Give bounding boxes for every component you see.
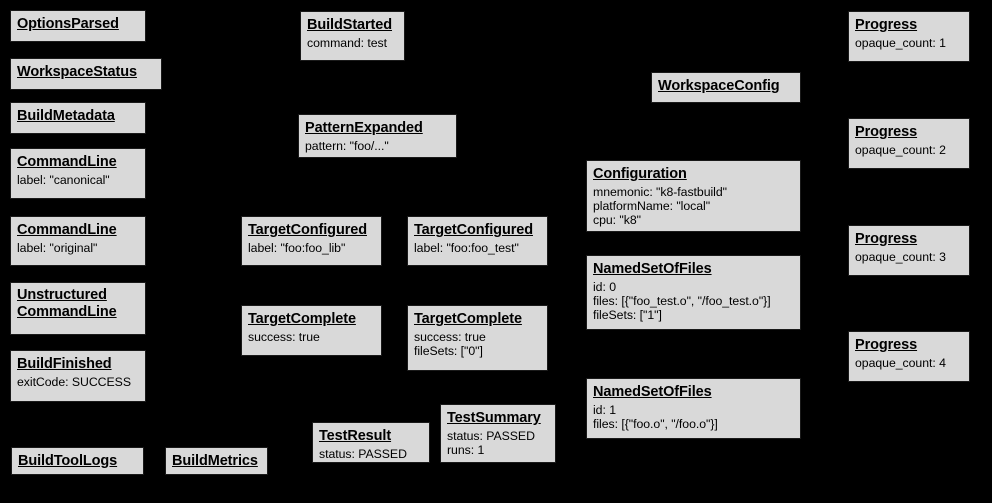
node-title: Progress <box>855 231 918 247</box>
node-unstructured-command-line[interactable]: Unstructured CommandLine <box>10 282 146 335</box>
node-fields: command: test <box>307 35 387 50</box>
node-workspace-config[interactable]: WorkspaceConfig <box>651 72 801 103</box>
node-command-line-canonical[interactable]: CommandLine label: "canonical" <box>10 148 146 199</box>
node-title: NamedSetOfFiles <box>593 384 712 400</box>
node-title: TargetComplete <box>248 311 356 327</box>
node-fields: opaque_count: 3 <box>855 249 946 264</box>
node-title: WorkspaceStatus <box>17 64 137 80</box>
node-title: BuildMetrics <box>172 453 258 469</box>
node-fields: status: PASSED <box>319 446 407 461</box>
node-fields: success: true fileSets: ["0"] <box>414 329 486 358</box>
node-progress-2[interactable]: Progress opaque_count: 2 <box>848 118 970 169</box>
node-title: CommandLine <box>17 154 117 170</box>
node-target-complete-foo-test[interactable]: TargetComplete success: true fileSets: ["… <box>407 305 548 371</box>
node-command-line-original[interactable]: CommandLine label: "original" <box>10 216 146 266</box>
node-build-metadata[interactable]: BuildMetadata <box>10 102 146 134</box>
node-fields: opaque_count: 4 <box>855 355 946 370</box>
node-workspace-status[interactable]: WorkspaceStatus <box>10 58 162 90</box>
node-title: PatternExpanded <box>305 120 423 136</box>
node-fields: label: "original" <box>17 240 98 255</box>
node-title: BuildToolLogs <box>18 453 118 469</box>
node-fields: opaque_count: 2 <box>855 142 946 157</box>
node-title: BuildFinished <box>17 356 112 372</box>
node-progress-1[interactable]: Progress opaque_count: 1 <box>848 11 970 62</box>
node-build-finished[interactable]: BuildFinished exitCode: SUCCESS <box>10 350 146 402</box>
node-title: TargetComplete <box>414 311 522 327</box>
node-fields: label: "foo:foo_lib" <box>248 240 346 255</box>
node-fields: label: "canonical" <box>17 172 110 187</box>
node-title: Unstructured CommandLine <box>17 287 117 320</box>
node-progress-4[interactable]: Progress opaque_count: 4 <box>848 331 970 382</box>
node-build-started[interactable]: BuildStarted command: test <box>300 11 405 61</box>
node-title: BuildMetadata <box>17 108 115 124</box>
node-named-set-of-files-1[interactable]: NamedSetOfFiles id: 1 files: [{"foo.o", "… <box>586 378 801 439</box>
node-test-summary[interactable]: TestSummary status: PASSED runs: 1 <box>440 404 556 463</box>
node-configuration[interactable]: Configuration mnemonic: "k8-fastbuild" pl… <box>586 160 801 232</box>
node-test-result[interactable]: TestResult status: PASSED <box>312 422 430 463</box>
node-target-complete-foo-lib[interactable]: TargetComplete success: true <box>241 305 382 356</box>
node-fields: mnemonic: "k8-fastbuild" platformName: "… <box>593 184 727 228</box>
node-fields: exitCode: SUCCESS <box>17 374 131 389</box>
node-title: Progress <box>855 337 918 353</box>
node-fields: id: 0 files: [{"foo_test.o", "/foo_test.… <box>593 279 771 323</box>
node-title: TargetConfigured <box>414 222 533 238</box>
node-title: Progress <box>855 17 918 33</box>
node-target-configured-foo-test[interactable]: TargetConfigured label: "foo:foo_test" <box>407 216 548 266</box>
node-title: BuildStarted <box>307 17 393 33</box>
node-fields: opaque_count: 1 <box>855 35 946 50</box>
node-title: NamedSetOfFiles <box>593 261 712 277</box>
node-title: Progress <box>855 124 918 140</box>
node-pattern-expanded[interactable]: PatternExpanded pattern: "foo/..." <box>298 114 457 158</box>
node-title: Configuration <box>593 166 687 182</box>
node-fields: success: true <box>248 329 320 344</box>
node-title: TargetConfigured <box>248 222 367 238</box>
node-title: WorkspaceConfig <box>658 78 780 94</box>
node-fields: status: PASSED runs: 1 <box>447 428 535 457</box>
node-title: TestResult <box>319 428 392 444</box>
node-options-parsed[interactable]: OptionsParsed <box>10 10 146 42</box>
node-title: CommandLine <box>17 222 117 238</box>
node-target-configured-foo-lib[interactable]: TargetConfigured label: "foo:foo_lib" <box>241 216 382 266</box>
node-progress-3[interactable]: Progress opaque_count: 3 <box>848 225 970 276</box>
node-fields: pattern: "foo/..." <box>305 138 389 153</box>
node-title: TestSummary <box>447 410 541 426</box>
node-build-tool-logs[interactable]: BuildToolLogs <box>11 447 144 475</box>
node-title: OptionsParsed <box>17 16 119 32</box>
node-build-metrics[interactable]: BuildMetrics <box>165 447 268 475</box>
node-fields: id: 1 files: [{"foo.o", "/foo.o"}] <box>593 402 718 431</box>
node-fields: label: "foo:foo_test" <box>414 240 519 255</box>
node-named-set-of-files-0[interactable]: NamedSetOfFiles id: 0 files: [{"foo_test.… <box>586 255 801 330</box>
